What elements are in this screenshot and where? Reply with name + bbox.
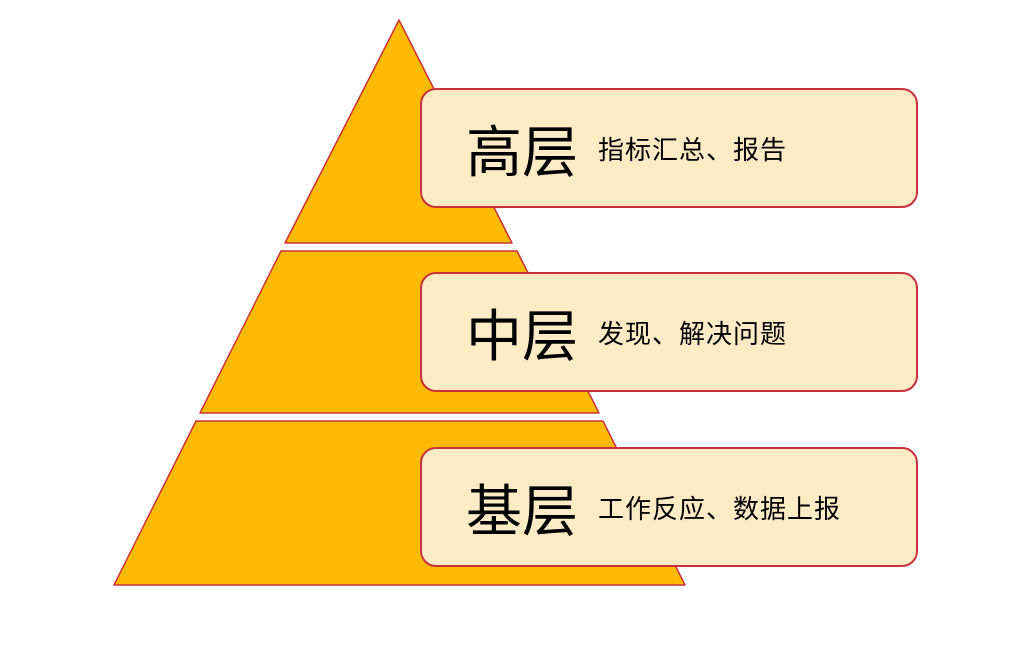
layer-description-middle: 发现、解决问题 (598, 319, 788, 350)
layer-name-bottom: 基层 (466, 479, 578, 545)
layer-box-middle: 中层 发现、解决问题 (420, 272, 918, 392)
layer-description-bottom: 工作反应、数据上报 (598, 494, 842, 525)
layer-box-top: 高层 指标汇总、报告 (420, 88, 918, 208)
layer-name-middle: 中层 (466, 304, 578, 370)
layer-box-bottom: 基层 工作反应、数据上报 (420, 447, 918, 567)
layer-description-top: 指标汇总、报告 (598, 135, 788, 166)
layer-name-top: 高层 (466, 120, 578, 186)
